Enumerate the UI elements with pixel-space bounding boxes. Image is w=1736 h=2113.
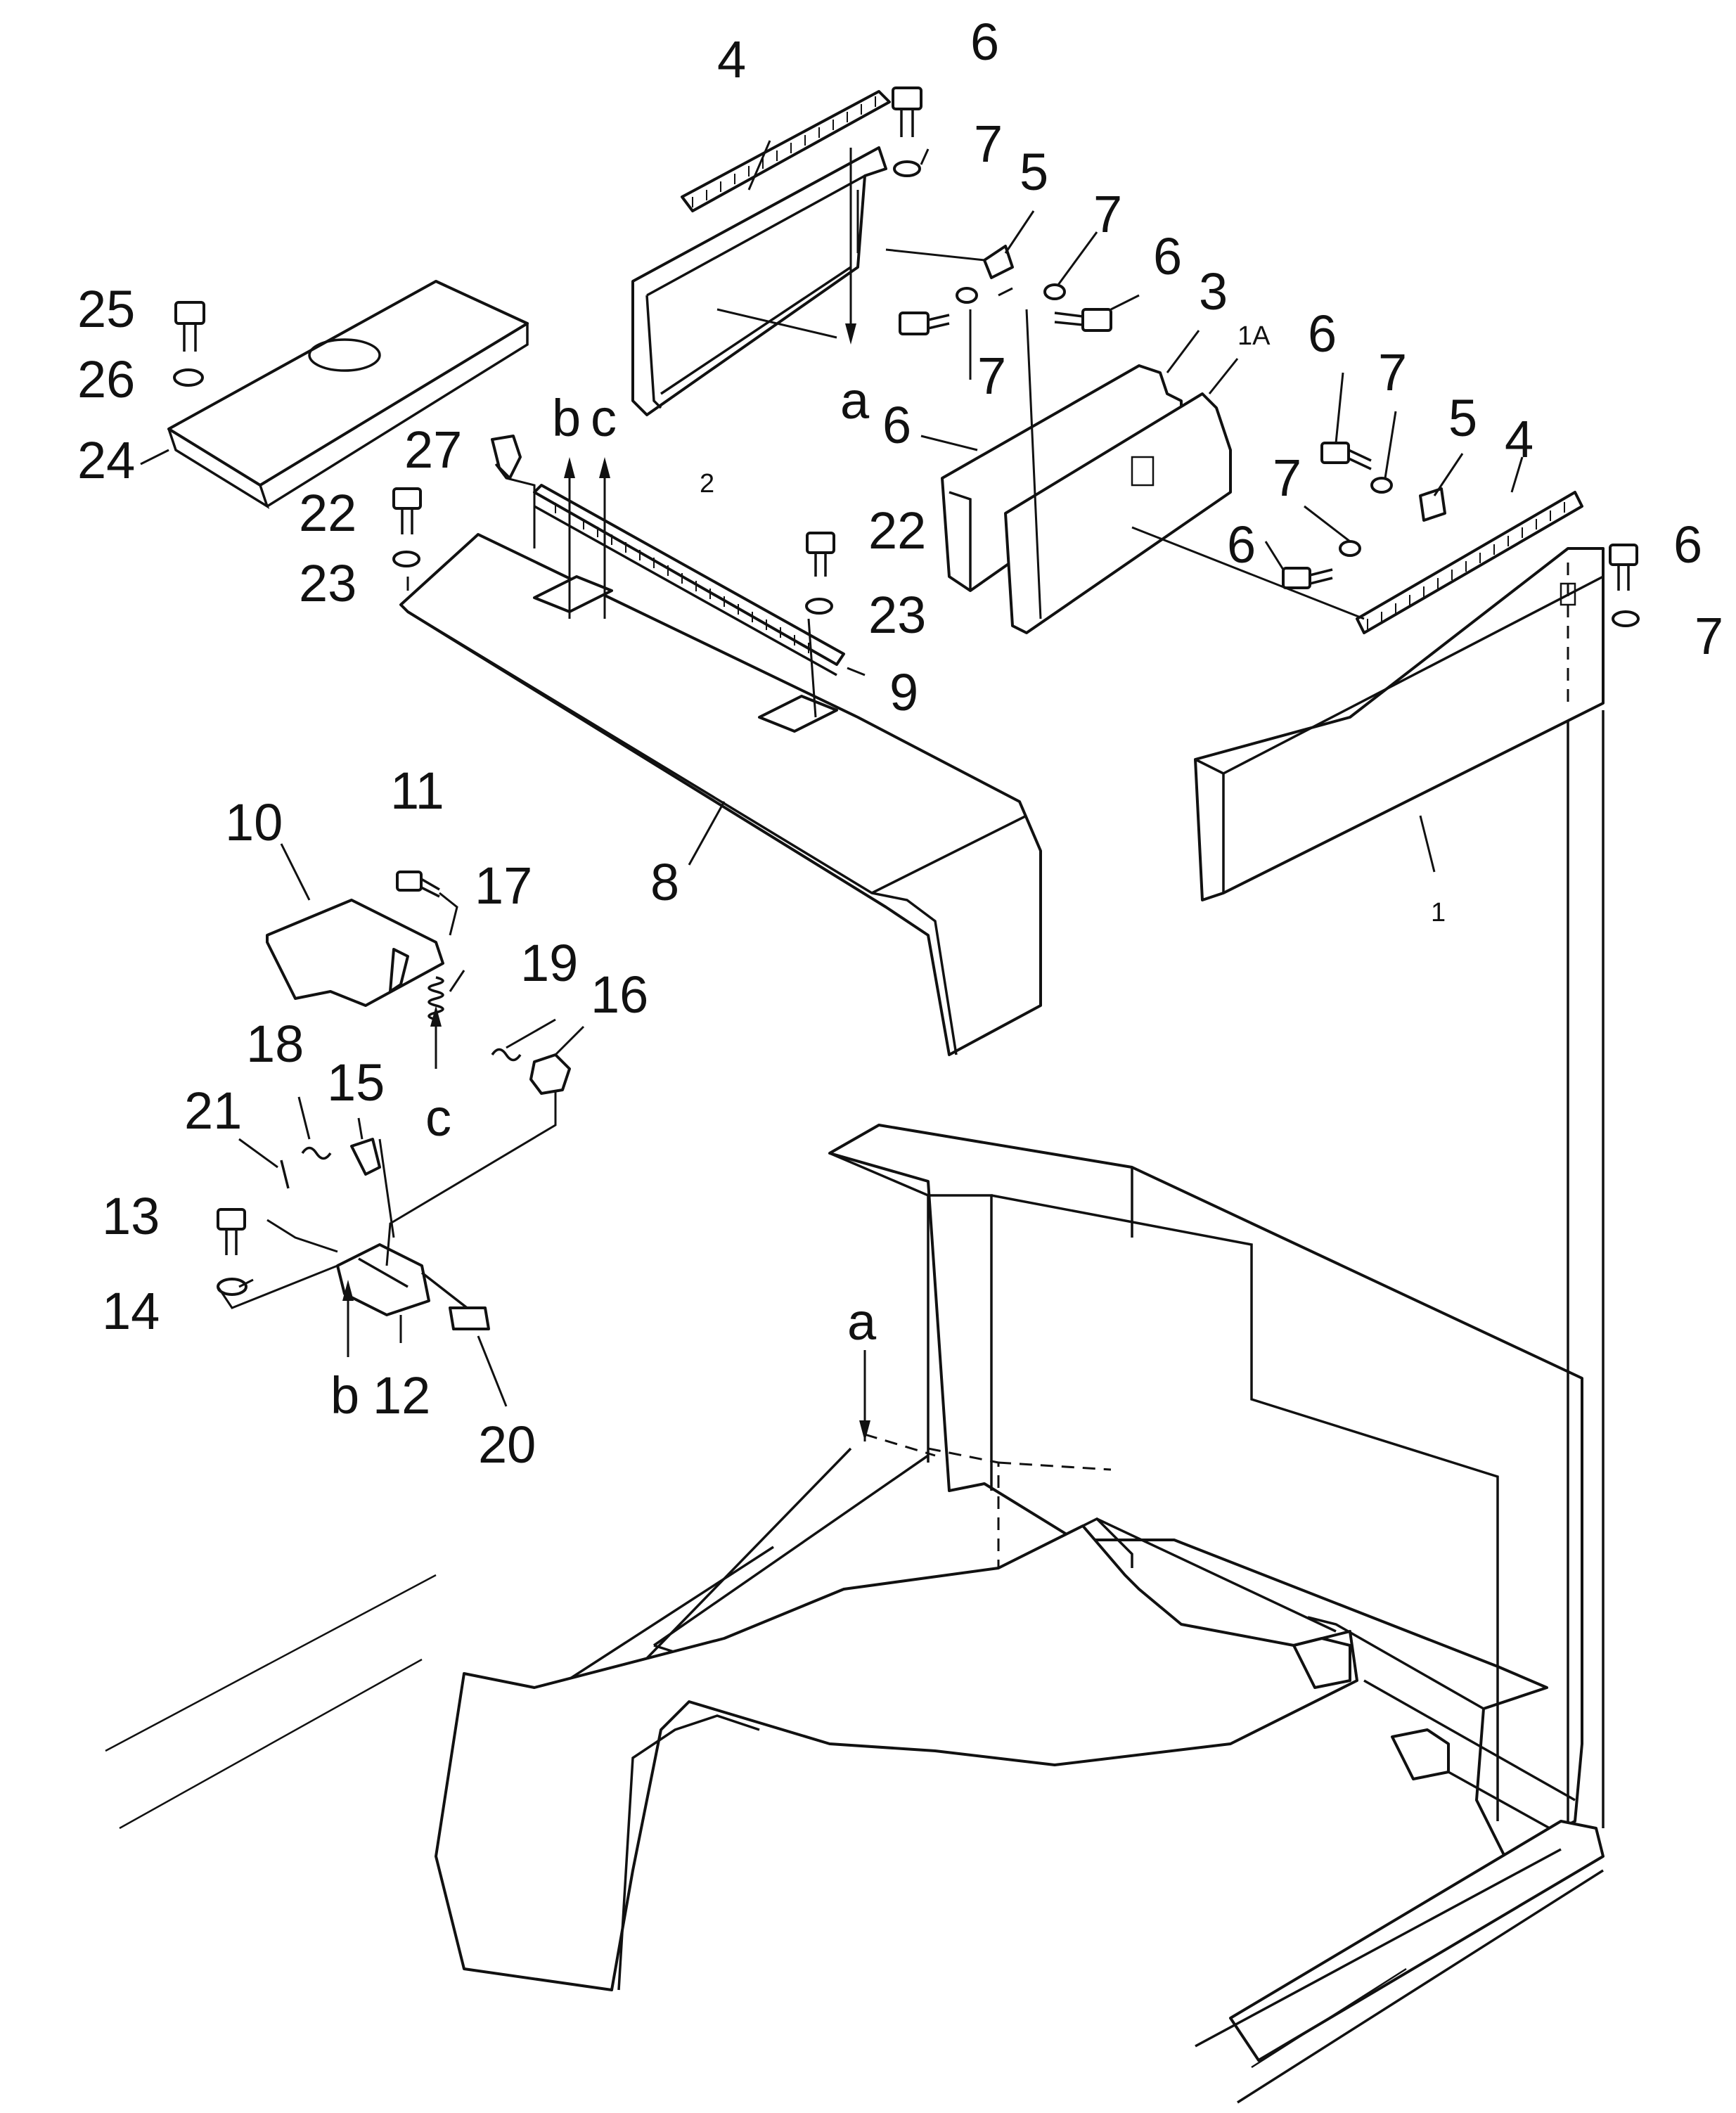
part-18-spring <box>301 1146 332 1160</box>
bolt-11 <box>396 871 440 898</box>
callout-7-mid: 7 <box>1093 185 1122 243</box>
callout-25: 25 <box>77 280 135 338</box>
part-24-plate <box>167 280 529 510</box>
part-8-cover <box>399 533 1042 1056</box>
callout-a-lower: a <box>847 1292 877 1351</box>
callout-8: 8 <box>650 853 679 911</box>
callout-7-top: 7 <box>974 115 1003 173</box>
bolt-25 <box>174 301 205 352</box>
bolt-13 <box>217 1208 246 1255</box>
part-1-cover <box>1194 547 1605 901</box>
callout-b-top: b <box>552 389 581 447</box>
washer-7-b <box>1043 283 1066 300</box>
bolt-6-e <box>1282 567 1333 589</box>
callout-6-lower: 6 <box>1227 515 1256 574</box>
part-21-pin <box>280 1160 290 1189</box>
callout-7-far: 7 <box>1695 607 1723 665</box>
callout-22-mid: 22 <box>868 501 926 560</box>
callout-2: 2 <box>700 469 714 499</box>
callout-7-left: 7 <box>977 347 1006 405</box>
callout-a-top: a <box>840 371 870 430</box>
bolt-6-c <box>899 312 950 335</box>
bolt-22-b <box>806 532 835 577</box>
part-4-strip-top <box>681 90 891 212</box>
assembly-arrows <box>342 148 870 1441</box>
washer-7-e <box>1339 540 1361 557</box>
callout-18: 18 <box>246 1015 304 1073</box>
bolt-6-f <box>1609 544 1638 591</box>
part-16-cam <box>529 1053 571 1095</box>
callout-5-top: 5 <box>1020 143 1048 201</box>
washer-23-a <box>392 551 420 567</box>
callout-19: 19 <box>520 934 578 992</box>
washer-23-b <box>805 598 833 615</box>
callout-7-right: 7 <box>1378 343 1407 402</box>
callout-6-top: 6 <box>970 13 999 71</box>
part-27-clip <box>491 435 522 480</box>
callout-1a: 1A <box>1237 321 1271 351</box>
bolt-6-d <box>1320 442 1372 470</box>
callout-12: 12 <box>373 1366 430 1425</box>
callout-5-right: 5 <box>1448 389 1477 447</box>
bracket-5-b <box>1419 487 1446 522</box>
callout-10: 10 <box>225 793 283 852</box>
callout-9: 9 <box>889 663 918 721</box>
callout-16: 16 <box>591 965 648 1024</box>
callout-24: 24 <box>77 431 135 489</box>
part-2-bracket <box>631 146 887 416</box>
bolt-6-a <box>892 86 922 137</box>
callout-14: 14 <box>102 1282 160 1340</box>
bolt-22-a <box>392 487 422 534</box>
callout-20: 20 <box>478 1415 536 1474</box>
callout-4-right: 4 <box>1505 410 1534 468</box>
part-9-rail <box>533 484 845 676</box>
callout-4-top: 4 <box>717 30 746 89</box>
part-4-strip-right <box>1356 491 1583 634</box>
washer-26 <box>173 368 204 387</box>
callout-15: 15 <box>327 1053 385 1112</box>
callout-b-lower: b <box>330 1366 359 1425</box>
bracket-5-a <box>983 245 1014 279</box>
callout-17: 17 <box>475 856 532 915</box>
callout-6-left: 6 <box>882 396 911 454</box>
callout-11: 11 <box>390 762 444 820</box>
callout-6-mid: 6 <box>1153 227 1182 285</box>
callout-6-far: 6 <box>1673 515 1702 574</box>
leader-lines <box>140 140 1524 1407</box>
callout-26: 26 <box>77 350 135 409</box>
washer-7-a <box>893 160 921 177</box>
washer-7-f <box>1612 610 1640 627</box>
callout-6-right: 6 <box>1308 304 1337 363</box>
base-frame <box>105 710 1605 2104</box>
callout-3: 3 <box>1199 262 1228 321</box>
callout-27: 27 <box>404 420 462 479</box>
part-19-spring <box>491 1048 522 1062</box>
washer-7-c <box>956 287 978 304</box>
part-10-latch-plate <box>266 899 444 1007</box>
callout-c-top: c <box>591 389 617 447</box>
bolt-6-b <box>1054 308 1112 332</box>
washer-7-d <box>1370 477 1393 494</box>
part-1a-panel <box>1004 392 1365 634</box>
pin-20 <box>449 1306 490 1330</box>
callout-1: 1 <box>1431 898 1446 927</box>
callout-labels: 4 6 7 5 7 6 3 1A 6 7 5 4 25 26 24 27 b c… <box>77 13 1723 1474</box>
callout-23-left: 23 <box>299 554 356 612</box>
callout-22-left: 22 <box>299 484 356 542</box>
callout-7-lower: 7 <box>1273 449 1301 507</box>
callout-23-mid: 23 <box>868 586 926 644</box>
part-15-lever <box>350 1138 381 1176</box>
callout-c-lower: c <box>425 1088 451 1147</box>
callout-21: 21 <box>184 1081 242 1140</box>
callout-13: 13 <box>102 1187 160 1245</box>
